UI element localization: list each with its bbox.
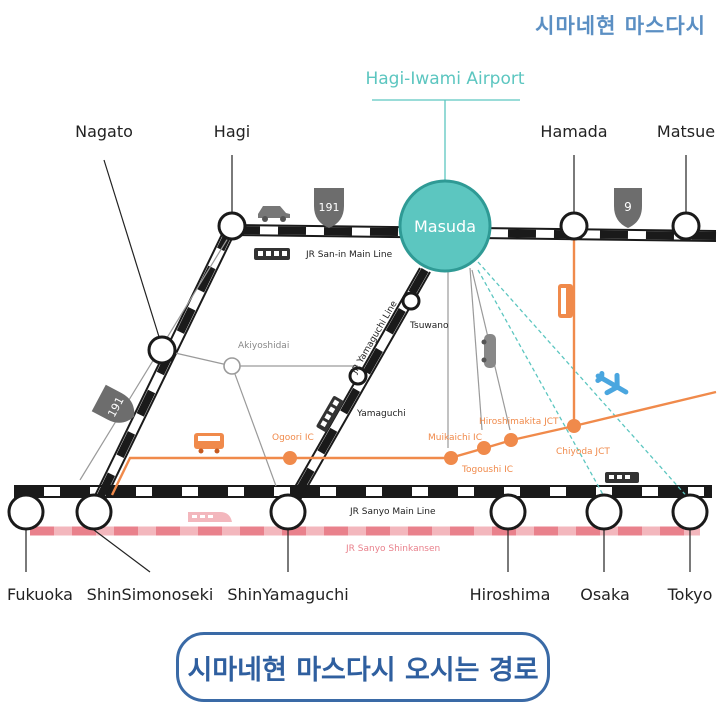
label-tsuwano: Tsuwano xyxy=(409,321,449,331)
label-hagi: Hagi xyxy=(214,122,250,141)
station-leaders xyxy=(25,155,691,573)
label-shinsimonoseki: ShinSimonoseki xyxy=(87,585,214,604)
label-sanyo-line: JR Sanyo Main Line xyxy=(349,507,436,517)
caption-text: 시마네현 마스다시 오시는 경로 xyxy=(187,654,539,686)
label-yamaguchi: Yamaguchi xyxy=(356,409,406,419)
station-fukuoka[interactable] xyxy=(7,493,45,531)
station-hamada[interactable] xyxy=(559,211,589,241)
station-osaka[interactable] xyxy=(585,493,623,531)
station-tokyo[interactable] xyxy=(671,493,709,531)
station-hagi[interactable] xyxy=(217,211,247,241)
ic-ogoori-dot[interactable] xyxy=(283,451,297,465)
expressway-lines xyxy=(110,240,717,496)
label-chiyoda-jct: Chiyoda JCT xyxy=(556,447,610,457)
train-yamaguchi-icon xyxy=(316,396,344,432)
bus-icon xyxy=(194,433,224,454)
ic-togoushi-dot[interactable] xyxy=(477,441,491,455)
road-lines xyxy=(79,237,511,487)
station-shinyamaguchi[interactable] xyxy=(269,493,307,531)
car-vertical-icon xyxy=(481,334,496,368)
station-circles xyxy=(7,211,709,531)
label-hamada: Hamada xyxy=(540,122,607,141)
train-sanyo-icon xyxy=(605,472,639,483)
airport-lines xyxy=(372,99,691,501)
route-191b-shield-icon: 191 xyxy=(91,384,135,423)
label-matsue: Matsue xyxy=(657,122,715,141)
brand-title: 시마네현 마스다시 xyxy=(535,14,706,38)
hagi-shinsimonoseki-line xyxy=(88,223,238,513)
label-sanin-line: JR San-in Main Line xyxy=(305,250,393,260)
interchange-dots xyxy=(283,419,581,465)
route-9-label: 9 xyxy=(624,200,632,214)
route-9-shield-icon: 9 xyxy=(614,188,642,228)
train-icon xyxy=(254,248,290,260)
station-tsuwano[interactable] xyxy=(401,291,421,311)
car-icon xyxy=(258,206,290,222)
ic-hiroshimakita-dot[interactable] xyxy=(504,433,518,447)
station-akiyoshidai[interactable] xyxy=(223,357,241,375)
label-shinkansen-line: JR Sanyo Shinkansen xyxy=(345,544,440,554)
label-muikaichi-ic: Muikaichi IC xyxy=(428,433,482,443)
masuda-hub[interactable] xyxy=(398,179,492,273)
ic-chiyoda-dot[interactable] xyxy=(567,419,581,433)
ic-muikaichi-dot[interactable] xyxy=(444,451,458,465)
label-fukuoka: Fukuoka xyxy=(7,585,73,604)
station-hiroshima[interactable] xyxy=(489,493,527,531)
station-shinsimonoseki[interactable] xyxy=(75,493,113,531)
airplane-icon xyxy=(595,371,629,396)
label-tokyo: Tokyo xyxy=(667,585,713,604)
bus-vertical-icon xyxy=(558,284,573,318)
label-shinyamaguchi: ShinYamaguchi xyxy=(227,585,348,604)
caption-box: 시마네현 마스다시 오시는 경로 xyxy=(176,632,550,702)
label-togoushi-ic: Togoushi IC xyxy=(461,465,513,475)
route-191a-shield-icon: 191 xyxy=(314,188,344,228)
label-hiroshimakita-jct: Hiroshimakita JCT xyxy=(479,417,559,427)
label-hiroshima: Hiroshima xyxy=(470,585,551,604)
hub-label: Masuda xyxy=(414,217,476,236)
yamaguchi-line xyxy=(282,267,431,513)
airport-label: Hagi-Iwami Airport xyxy=(365,69,524,89)
station-matsue[interactable] xyxy=(671,211,701,241)
label-nagato: Nagato xyxy=(75,122,133,141)
route-191a-label: 191 xyxy=(319,201,340,214)
shinkansen-icon xyxy=(188,512,232,522)
label-akiyoshidai: Akiyoshidai xyxy=(238,341,289,351)
station-yamaguchi[interactable] xyxy=(348,366,368,386)
label-osaka: Osaka xyxy=(580,585,630,604)
station-nagato[interactable] xyxy=(147,335,177,365)
label-ogoori-ic: Ogoori IC xyxy=(272,433,314,443)
